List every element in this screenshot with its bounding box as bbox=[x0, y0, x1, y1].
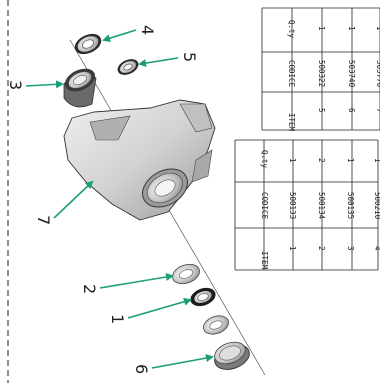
table-left-row-1-qty: 1 bbox=[288, 158, 297, 163]
table-left-row-3-qty: 1 bbox=[346, 158, 355, 163]
part-1-seal bbox=[190, 287, 216, 307]
table-right-row-6-qty: 1 bbox=[347, 26, 356, 31]
arrow-5 bbox=[138, 57, 179, 68]
table-right-row-5-qty: 1 bbox=[317, 26, 326, 31]
table-left-row-2-codice: 500134 bbox=[317, 192, 326, 220]
arrow-1 bbox=[127, 297, 192, 319]
table-right-row-6-item: 6 bbox=[347, 108, 356, 113]
part-3-needle-bearing bbox=[63, 68, 97, 108]
table-left-row-1-item: 1 bbox=[288, 246, 297, 251]
part-2-washer bbox=[172, 263, 200, 285]
part-7-housing bbox=[63, 99, 216, 221]
table-left-row-1-codice: 500133 bbox=[288, 192, 297, 219]
arrow-4 bbox=[102, 29, 137, 43]
table-left-header-qty: Q.ty bbox=[260, 150, 269, 169]
parts-table-left: ITEM CODICE Q.ty 1 500133 1 2 500134 2 3… bbox=[234, 139, 355, 271]
arrow-6 bbox=[151, 354, 214, 369]
table-left-header-codice: CODICE bbox=[260, 192, 269, 220]
table-left-row-4-qty: 1 bbox=[373, 158, 380, 163]
table-right-row-6-codice: 503740 bbox=[347, 60, 356, 88]
callout-label-4: 4 bbox=[138, 25, 157, 35]
table-right-row-7-qty: 1 bbox=[375, 26, 380, 31]
callout-label-6: 6 bbox=[132, 364, 151, 374]
table-left-row-4-codice: 500210 bbox=[373, 192, 380, 220]
callout-label-2: 2 bbox=[80, 284, 99, 294]
parts-table-right: ITEM CODICE Q.ty 5 500322 1 6 503740 1 7… bbox=[261, 7, 380, 132]
table-left-row-2-item: 2 bbox=[317, 246, 326, 251]
part-6-cap bbox=[214, 341, 250, 370]
table-left-row-3-codice: 500135 bbox=[346, 192, 355, 219]
callout-label-1: 1 bbox=[108, 314, 127, 324]
table-right-header-qty: Q.ty bbox=[287, 20, 296, 39]
callout-label-3: 3 bbox=[6, 80, 25, 90]
arrow-3 bbox=[25, 80, 64, 89]
callout-label-5: 5 bbox=[180, 52, 199, 62]
table-left-header-item: ITEM bbox=[260, 251, 269, 270]
table-right-row-7-codice: 505770 bbox=[375, 60, 380, 88]
parts-table-left-row-4: 4 500210 1 bbox=[352, 139, 380, 271]
table-left-row-4-item: 4 bbox=[373, 246, 380, 251]
arrow-2 bbox=[99, 273, 174, 289]
washer-lower bbox=[203, 315, 229, 335]
table-right-header-item: ITEM bbox=[287, 113, 296, 132]
table-left-row-2-qty: 2 bbox=[317, 158, 326, 163]
table-right-row-5-codice: 500322 bbox=[317, 60, 326, 87]
table-right-row-7-item: 7 bbox=[375, 108, 380, 113]
part-5-bearing bbox=[117, 59, 139, 75]
part-4-bearing bbox=[74, 33, 102, 55]
table-right-row-5-item: 5 bbox=[317, 108, 326, 113]
table-left-row-3-item: 3 bbox=[346, 246, 355, 251]
arrow-7 bbox=[53, 180, 94, 219]
table-right-header-codice: CODICE bbox=[287, 60, 296, 88]
callout-arrows bbox=[25, 29, 214, 369]
callout-label-7: 7 bbox=[34, 215, 53, 225]
